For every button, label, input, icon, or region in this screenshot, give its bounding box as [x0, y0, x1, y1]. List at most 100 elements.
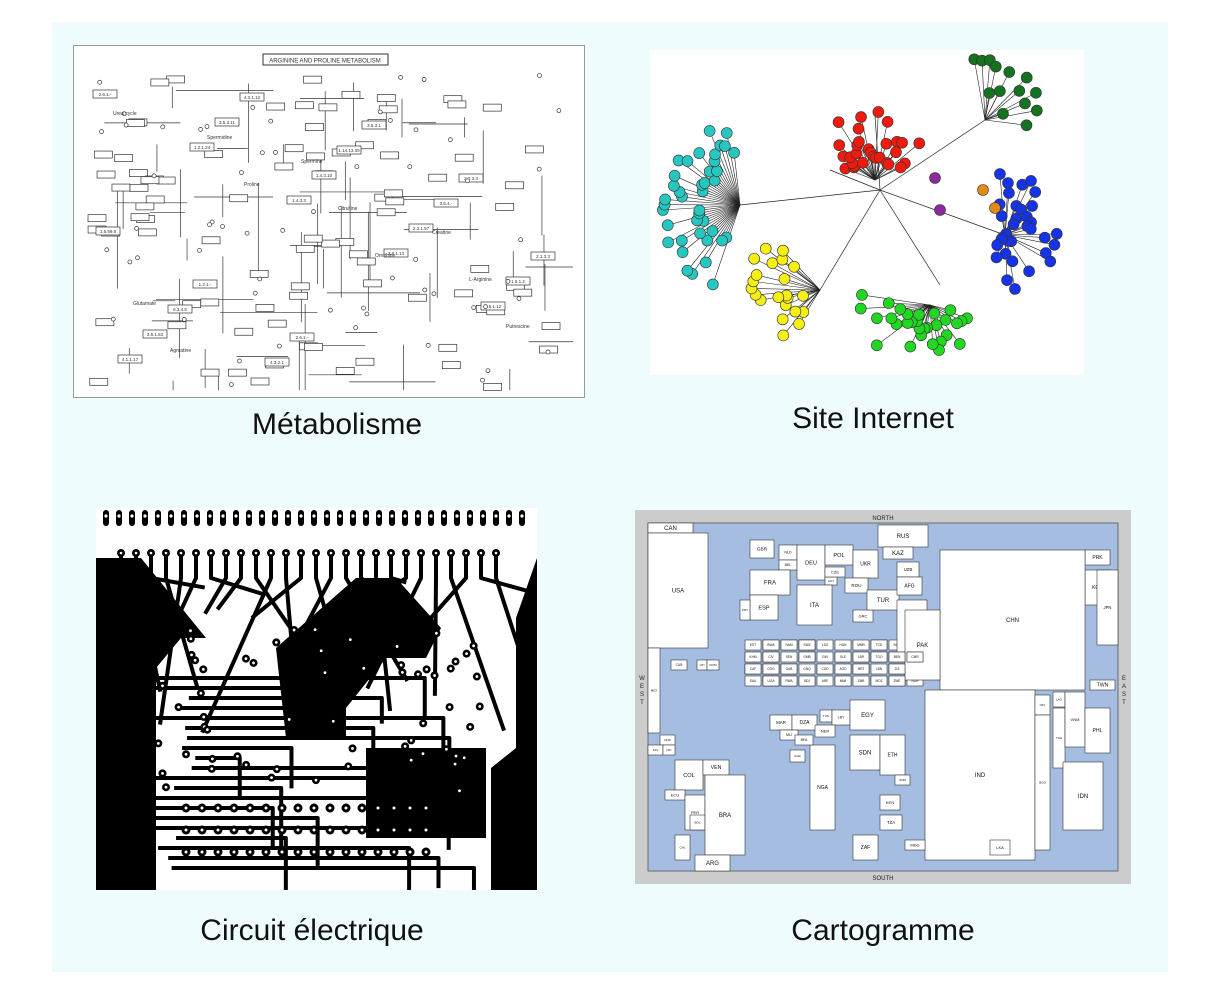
country-code: LBY	[838, 716, 845, 720]
network-node	[720, 127, 733, 139]
country-bdi: BDI	[798, 675, 816, 687]
network-edge	[782, 259, 821, 291]
network-node	[728, 146, 740, 159]
pcb-trace	[149, 686, 293, 726]
country-ven: VEN	[702, 759, 730, 776]
pcb-trace	[158, 676, 427, 717]
compound-node	[198, 127, 203, 132]
enzyme-ec-label: 1.2.1.-	[199, 282, 212, 287]
pcb-trace	[150, 796, 456, 821]
pcb-trace	[182, 746, 294, 789]
enzyme-ec-box	[286, 195, 312, 205]
enzyme-box	[167, 321, 187, 330]
country-code: GHA	[794, 754, 801, 758]
enzyme-box	[447, 100, 467, 109]
network-node	[707, 278, 719, 291]
pcb-pad-hole	[494, 551, 498, 555]
enzyme-box	[363, 279, 382, 288]
network-edge	[681, 196, 741, 206]
country-ecu: ECU	[664, 789, 686, 801]
compound-node	[387, 118, 393, 123]
pin-hole	[260, 514, 264, 518]
country-tur: TUR	[866, 589, 900, 611]
country-code: CUB	[676, 663, 683, 667]
caption-cartogram: Cartogramme	[791, 914, 975, 947]
country-pak: PAK	[904, 609, 941, 681]
label-north: NORTH	[872, 516, 893, 522]
pcb-via-hole	[205, 728, 209, 732]
country-code: AUT	[828, 579, 834, 583]
pcb-trace	[494, 553, 537, 711]
country-lao: LAO	[1052, 691, 1066, 708]
pcb-via-hole	[313, 628, 317, 631]
country-pol: POL	[824, 544, 854, 566]
network-node	[994, 168, 1006, 180]
country-ben: BEN	[888, 651, 906, 663]
country-bra: BRA	[704, 774, 746, 856]
network-node	[997, 107, 1009, 120]
country-gbr: GBR	[749, 539, 775, 559]
country-shape	[879, 814, 903, 831]
enzyme-box	[306, 152, 325, 161]
country-code: EGY	[861, 713, 874, 719]
country-code: ITA	[810, 603, 819, 609]
pcb-via-hole	[348, 638, 352, 641]
pcb-pad-hole	[424, 806, 428, 810]
country-bol: BOL	[689, 814, 706, 831]
country-eth: ETH	[879, 734, 906, 776]
enzyme-box	[378, 105, 398, 114]
country-jpn: JPN	[1096, 569, 1119, 646]
compound-node	[407, 164, 413, 170]
pcb-trace	[449, 553, 506, 732]
enzyme-box	[454, 153, 474, 162]
enzyme-box	[255, 304, 275, 312]
compound-node	[465, 178, 470, 184]
network-edge	[879, 189, 941, 286]
network-node	[896, 136, 908, 149]
connector-pin	[142, 510, 148, 526]
country-code: MLI	[786, 733, 792, 737]
network-node	[662, 236, 674, 249]
pathway-title-box	[262, 53, 389, 66]
network-node	[872, 106, 885, 118]
network-node	[703, 125, 716, 137]
pcb-pad-hole	[424, 850, 428, 854]
country-sen: SEN	[780, 651, 798, 663]
pcb-pad-hole	[200, 806, 204, 810]
country-col: COL	[674, 759, 704, 791]
pcb-via-hole	[199, 691, 203, 695]
enzyme-box	[441, 361, 461, 369]
pcb-via-hole	[190, 653, 193, 657]
country-code: COL	[683, 773, 695, 779]
country-shape	[870, 663, 888, 675]
pcb-pad-hole	[284, 551, 288, 555]
pcb-via-hole	[201, 667, 205, 671]
compound-node	[556, 108, 562, 113]
country-code: KAZ	[892, 551, 904, 557]
country-civ: CIV	[762, 651, 780, 663]
enzyme-ec-box	[433, 198, 459, 208]
pcb-via-hole	[409, 738, 413, 742]
country-shape	[816, 675, 834, 687]
enzyme-box	[200, 368, 220, 377]
pcb-via-hole	[177, 705, 180, 709]
enzyme-box	[295, 101, 314, 110]
country-ita: ITA	[796, 584, 833, 626]
country-dom: DOM	[706, 659, 720, 671]
enzyme-box	[129, 169, 148, 177]
pcb-via-hole	[462, 756, 466, 760]
country-shape	[888, 675, 906, 687]
compound-label: L-Arginine	[469, 277, 492, 283]
network-edge	[709, 130, 741, 206]
country-sdn: SDN	[849, 734, 881, 771]
country-code: MAR	[776, 720, 786, 725]
country-gab: GAB	[780, 663, 798, 675]
pcb-trace	[191, 766, 397, 791]
country-shape	[894, 774, 911, 786]
compound-label: Proline	[244, 182, 260, 188]
pcb-via-hole	[475, 675, 479, 678]
network-node	[1002, 177, 1014, 189]
country-fra: FRA	[749, 569, 791, 596]
pin-hole	[520, 514, 524, 518]
pcb-pad-hole	[184, 828, 188, 832]
